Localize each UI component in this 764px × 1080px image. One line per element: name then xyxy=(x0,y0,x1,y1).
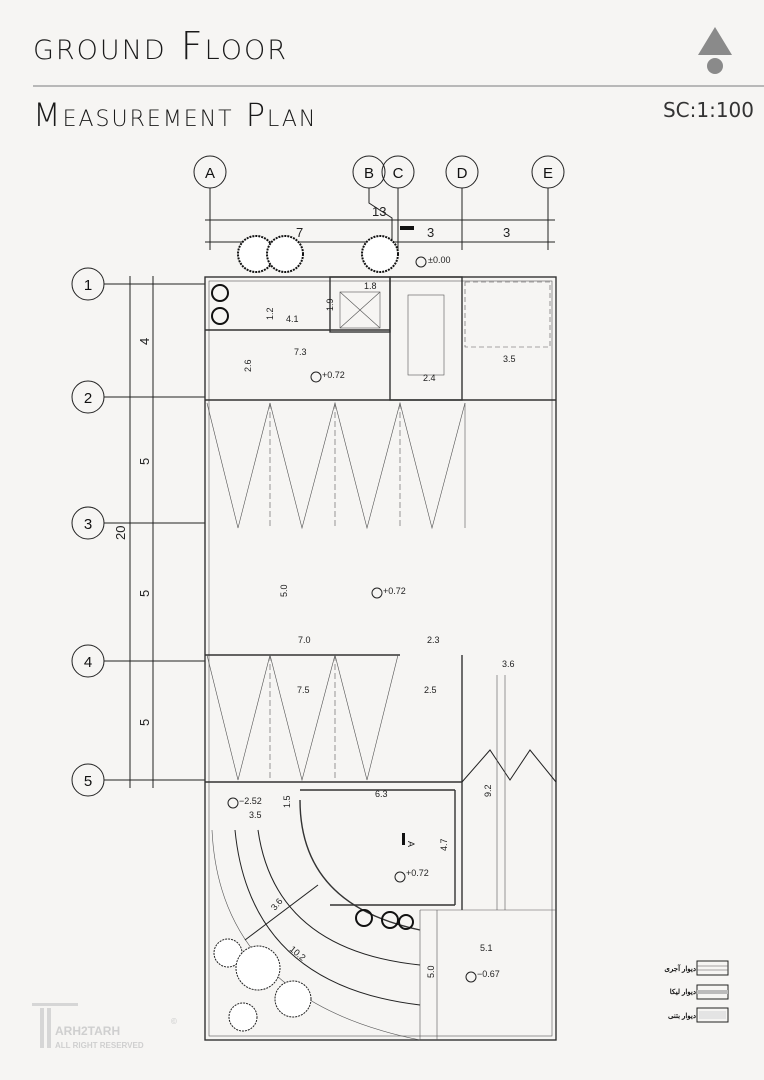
svg-text:−2.52: −2.52 xyxy=(239,796,262,806)
svg-text:5: 5 xyxy=(137,719,152,726)
grid-column-axes: A B C D E xyxy=(193,155,565,250)
grid-axis-3: 3 xyxy=(71,506,205,540)
legend-concrete-wall: دیوار بتنی xyxy=(668,1007,729,1023)
svg-text:9.2: 9.2 xyxy=(483,784,493,797)
level-marker: ±0.00 +0.72 +0.72 +0.72 −2.52 −0.67 xyxy=(227,255,500,983)
svg-text:6.3: 6.3 xyxy=(375,789,388,799)
grid-axis-1: 1 xyxy=(71,267,205,301)
svg-text:4: 4 xyxy=(84,654,92,671)
svg-text:1.5: 1.5 xyxy=(282,795,292,808)
grid-axis-B: B xyxy=(352,155,393,250)
scale-label: SC:1:100 xyxy=(662,98,754,122)
svg-text:13: 13 xyxy=(372,204,386,219)
svg-text:3: 3 xyxy=(427,225,434,240)
building-walls xyxy=(204,276,557,1041)
svg-text:4.1: 4.1 xyxy=(286,314,299,324)
svg-text:20: 20 xyxy=(113,526,128,540)
grid-axis-4: 4 xyxy=(71,644,205,678)
svg-text:5: 5 xyxy=(84,773,92,790)
svg-text:©: © xyxy=(171,1017,177,1026)
svg-text:3: 3 xyxy=(84,516,92,533)
svg-text:3.6: 3.6 xyxy=(502,659,515,669)
svg-text:3.5: 3.5 xyxy=(503,354,516,364)
title-divider xyxy=(33,85,764,87)
grid-row-axes: 1 2 3 4 5 xyxy=(71,267,205,797)
svg-text:2.4: 2.4 xyxy=(423,373,436,383)
svg-text:3: 3 xyxy=(503,225,510,240)
svg-text:4.7: 4.7 xyxy=(439,838,449,851)
svg-text:3.5: 3.5 xyxy=(249,810,262,820)
svg-text:2.3: 2.3 xyxy=(427,635,440,645)
svg-text:1.9: 1.9 xyxy=(325,298,335,311)
svg-text:5.0: 5.0 xyxy=(279,584,289,597)
shrub-icon xyxy=(211,284,414,930)
svg-text:ARH2TARH: ARH2TARH xyxy=(55,1024,120,1038)
legend-brick-wall: دیوار آجری xyxy=(664,960,729,976)
svg-text:7: 7 xyxy=(296,225,303,240)
svg-text:5: 5 xyxy=(137,590,152,597)
svg-text:2.5: 2.5 xyxy=(424,685,437,695)
svg-text:7.3: 7.3 xyxy=(294,347,307,357)
svg-text:2.6: 2.6 xyxy=(243,359,253,372)
svg-text:5.0: 5.0 xyxy=(426,965,436,978)
svg-text:1: 1 xyxy=(84,277,92,294)
dimension-labels: 1.8 1.2 1.9 4.1 7.3 2.6 2.4 3.5 5.0 7.0 … xyxy=(243,281,516,978)
grid-axis-A: A xyxy=(193,155,227,250)
svg-text:7.5: 7.5 xyxy=(297,685,310,695)
grid-axis-D: D xyxy=(445,155,479,250)
brand-logo: ARH2TARH ALL RIGHT RESERVED © xyxy=(32,1003,177,1050)
svg-text:ALL RIGHT RESERVED: ALL RIGHT RESERVED xyxy=(55,1041,144,1050)
grid-axis-5: 5 xyxy=(71,763,205,797)
logo-mark-icon xyxy=(698,27,732,74)
grid-axis-2: 2 xyxy=(71,380,205,414)
section-marker: A xyxy=(400,226,416,847)
tree-icon xyxy=(237,235,399,273)
svg-text:دیوار آجری: دیوار آجری xyxy=(664,963,696,973)
svg-text:7.0: 7.0 xyxy=(298,635,311,645)
svg-text:+0.72: +0.72 xyxy=(406,868,429,878)
legend-leca-wall: دیوار لیکا xyxy=(670,984,729,1000)
svg-text:+0.72: +0.72 xyxy=(383,586,406,596)
tree-icon xyxy=(213,938,312,1032)
svg-text:D: D xyxy=(457,165,468,182)
svg-text:E: E xyxy=(543,165,553,182)
svg-text:B: B xyxy=(364,165,374,182)
left-dimensions: 20 4 5 5 5 xyxy=(113,276,154,788)
svg-text:دیوار بتنی: دیوار بتنی xyxy=(668,1012,696,1020)
svg-text:C: C xyxy=(393,165,404,182)
svg-text:5.1: 5.1 xyxy=(480,943,493,953)
page-title: ground Floor xyxy=(33,24,288,68)
svg-text:−0.67: −0.67 xyxy=(477,969,500,979)
svg-text:1.8: 1.8 xyxy=(364,281,377,291)
svg-text:2: 2 xyxy=(84,390,92,407)
svg-text:5: 5 xyxy=(137,458,152,465)
grid-axis-C: C xyxy=(381,155,415,250)
grid-axis-E: E xyxy=(531,155,565,250)
svg-text:3.6: 3.6 xyxy=(269,896,285,912)
svg-text:+0.72: +0.72 xyxy=(322,370,345,380)
svg-text:A: A xyxy=(406,841,416,847)
svg-text:1.2: 1.2 xyxy=(265,307,275,320)
svg-text:±0.00: ±0.00 xyxy=(428,255,450,265)
page-subtitle: Measurement Plan xyxy=(33,96,318,134)
parking-bays xyxy=(206,401,557,910)
svg-text:10.2: 10.2 xyxy=(288,944,308,963)
svg-text:دیوار لیکا: دیوار لیکا xyxy=(670,988,696,996)
svg-text:A: A xyxy=(205,165,215,182)
wall-legend: دیوار آجری دیوار لیکا دیوار بتنی xyxy=(664,960,729,1023)
svg-text:4: 4 xyxy=(137,338,152,345)
